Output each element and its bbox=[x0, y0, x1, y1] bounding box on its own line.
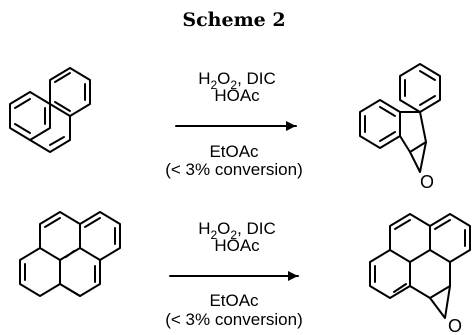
conversion-1: (< 3% conversion) bbox=[165, 160, 302, 179]
reagent-line2: HOAc bbox=[214, 236, 260, 255]
reagent-line1: H2O2, DIC bbox=[198, 219, 276, 242]
reagent-line2: HOAc bbox=[214, 86, 260, 105]
solvent-2: EtOAc bbox=[209, 291, 259, 310]
product-pyrene-oxide: O bbox=[369, 213, 471, 335]
reagents-1: H2O2, DIC HOAc EtOAc (< 3% conversion) bbox=[165, 69, 302, 179]
scheme-title: Scheme 2 bbox=[182, 9, 285, 31]
reaction-2: H2O2, DIC HOAc EtOAc (< 3% conversion) O bbox=[19, 211, 471, 335]
reactant-phenanthrene bbox=[9, 67, 91, 153]
reagent-line1: H2O2, DIC bbox=[198, 69, 276, 92]
oxygen-atom-2: O bbox=[448, 316, 462, 335]
solvent-1: EtOAc bbox=[209, 142, 259, 161]
reaction-1: H2O2, DIC HOAc EtOAc (< 3% conversion) O bbox=[9, 63, 441, 192]
product-phenanthrene-oxide: O bbox=[359, 63, 441, 192]
conversion-2: (< 3% conversion) bbox=[165, 310, 302, 329]
oxygen-atom-1: O bbox=[420, 172, 434, 192]
reagents-2: H2O2, DIC HOAc EtOAc (< 3% conversion) bbox=[165, 219, 302, 329]
reactant-pyrene bbox=[19, 211, 121, 297]
